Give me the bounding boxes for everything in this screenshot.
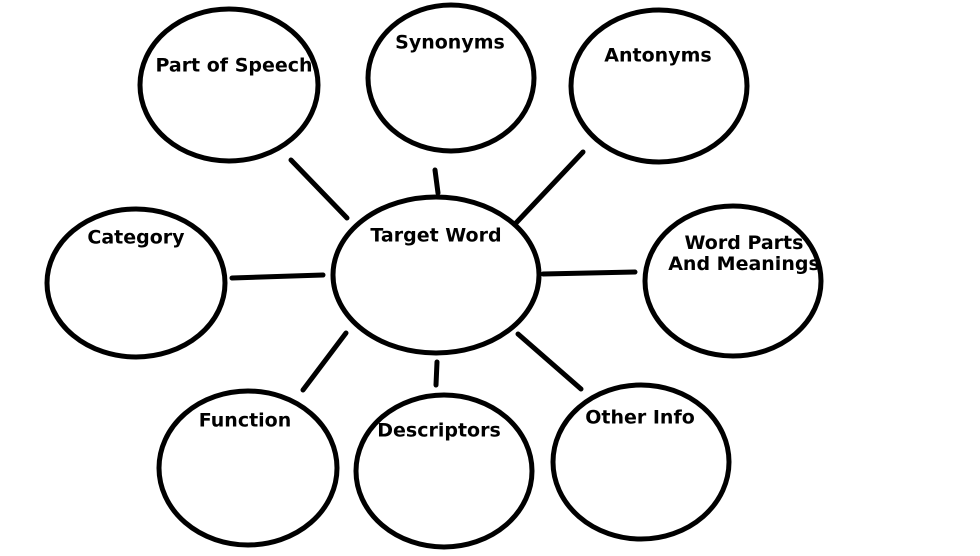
node-descriptors[interactable]: Descriptors xyxy=(353,392,535,550)
node-other-info[interactable]: Other Info xyxy=(550,382,732,542)
node-label-target-word: Target Word xyxy=(370,225,501,247)
node-label-other-info: Other Info xyxy=(585,407,695,429)
node-ellipse-antonyms[interactable] xyxy=(568,7,750,165)
node-antonyms[interactable]: Antonyms xyxy=(568,7,750,165)
node-label-function: Function xyxy=(199,410,292,432)
connector-category xyxy=(229,272,326,281)
node-part-of-speech[interactable]: Part of Speech xyxy=(137,6,321,164)
node-function[interactable]: Function xyxy=(156,388,340,548)
node-category[interactable]: Category xyxy=(44,206,228,360)
node-ellipse-function[interactable] xyxy=(156,388,340,548)
node-label-part-of-speech: Part of Speech xyxy=(155,55,312,77)
node-ellipse-descriptors[interactable] xyxy=(353,392,535,550)
node-label-category: Category xyxy=(87,227,185,249)
connector-part-of-speech xyxy=(288,157,350,221)
node-label-line: And Meanings xyxy=(668,253,820,275)
node-ellipse-part-of-speech[interactable] xyxy=(137,6,321,164)
connector-layer xyxy=(229,149,638,393)
node-label-descriptors: Descriptors xyxy=(377,420,501,442)
node-ellipse-other-info[interactable] xyxy=(550,382,732,542)
node-target-word[interactable]: Target Word xyxy=(330,194,542,356)
node-label-line: Word Parts xyxy=(685,232,804,254)
node-ellipse-synonyms[interactable] xyxy=(365,2,537,154)
node-label-synonyms: Synonyms xyxy=(395,32,505,54)
connector-function xyxy=(300,330,349,393)
node-synonyms[interactable]: Synonyms xyxy=(365,2,537,154)
connector-word-parts-and-meanings xyxy=(540,269,638,277)
connector-antonyms xyxy=(513,149,586,226)
connector-synonyms xyxy=(432,167,441,196)
node-label-antonyms: Antonyms xyxy=(604,45,711,67)
connector-descriptors xyxy=(433,359,440,388)
node-ellipse-word-parts-and-meanings[interactable] xyxy=(642,203,824,359)
node-ellipse-target-word[interactable] xyxy=(330,194,542,356)
connector-other-info xyxy=(515,331,584,392)
node-ellipse-category[interactable] xyxy=(44,206,228,360)
